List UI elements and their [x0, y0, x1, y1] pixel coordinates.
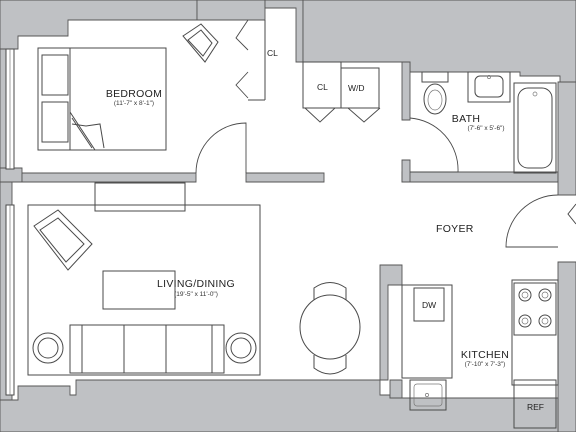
- side-table-right: [225, 332, 257, 364]
- pillow-bottom: [41, 101, 69, 143]
- sink-basin: [474, 75, 504, 98]
- dishwasher: [413, 287, 445, 322]
- vanity: [467, 71, 511, 103]
- wall-right-lower: [557, 261, 576, 432]
- living-furniture: [27, 182, 361, 376]
- bath-door: [409, 117, 459, 173]
- counter-left: [401, 284, 453, 379]
- bed-fold-corner: [71, 117, 105, 149]
- living-name: LIVING/DINING: [157, 278, 235, 290]
- wall-bedroom-living: [0, 167, 23, 183]
- bath-fixtures: [421, 71, 557, 174]
- washer-dryer-label: W/D: [348, 83, 365, 93]
- foyer-name: FOYER: [436, 223, 474, 235]
- wall-top-left: [0, 0, 198, 50]
- bedroom-dims: (11'-7" x 8'-1"): [114, 100, 154, 107]
- closet-bedroom: [235, 19, 266, 101]
- bathtub: [513, 82, 557, 174]
- counter-right: [511, 279, 559, 386]
- kitchen-dims: (7'-10" x 7'-3"): [465, 361, 506, 368]
- range: [513, 282, 557, 336]
- refrigerator: [513, 379, 557, 429]
- sofa: [69, 324, 225, 374]
- bedroom-name: BEDROOM: [106, 88, 162, 100]
- wall-bottom-left: [0, 379, 559, 432]
- kitchen-fixtures: [401, 279, 559, 429]
- bedroom-furniture: [37, 23, 219, 151]
- media-console: [94, 182, 186, 212]
- dishwasher-label: DW: [422, 300, 436, 310]
- bedroom-door: [195, 122, 247, 174]
- wall-kitchen-left: [379, 264, 403, 381]
- windows: [5, 48, 15, 396]
- bed-fold: [69, 111, 96, 151]
- wall-bath-bottom-lower: [401, 159, 411, 183]
- wall-closet-divider: [264, 0, 304, 63]
- living-dims: (19'-5" x 11'-0"): [174, 291, 218, 298]
- bedroom-chair: [182, 23, 219, 63]
- kitchen-sink: [409, 379, 447, 411]
- pillow-top: [41, 54, 69, 96]
- entry-door: [505, 194, 559, 248]
- toilet: [421, 71, 449, 115]
- wall-bedroom-bottom: [21, 172, 197, 183]
- wall-top-right: [302, 0, 576, 83]
- dining-set: [299, 282, 361, 375]
- refrigerator-label: REF: [527, 402, 544, 412]
- side-table-left: [32, 332, 64, 364]
- living-armchair: [33, 209, 93, 271]
- closet-bedroom-label: CL: [267, 48, 278, 58]
- area-rug: [27, 204, 261, 376]
- closet-hall-label: CL: [317, 82, 328, 92]
- wall-bath-left: [401, 61, 411, 121]
- wall-top-closet: [196, 0, 266, 21]
- closet-hall: [302, 61, 342, 123]
- wall-right-upper: [557, 81, 576, 196]
- bed-cover: [69, 48, 166, 151]
- bath-dims: (7'-6" x 5'-6"): [467, 125, 504, 132]
- wall-bedroom-bottom-right: [245, 172, 325, 183]
- washer-dryer: [340, 67, 381, 123]
- entry-marker: [567, 203, 576, 225]
- bath-name: BATH: [452, 113, 480, 125]
- wall-bottom-right: [389, 379, 403, 399]
- kitchen-name: KITCHEN: [461, 349, 509, 361]
- coffee-table: [102, 270, 176, 310]
